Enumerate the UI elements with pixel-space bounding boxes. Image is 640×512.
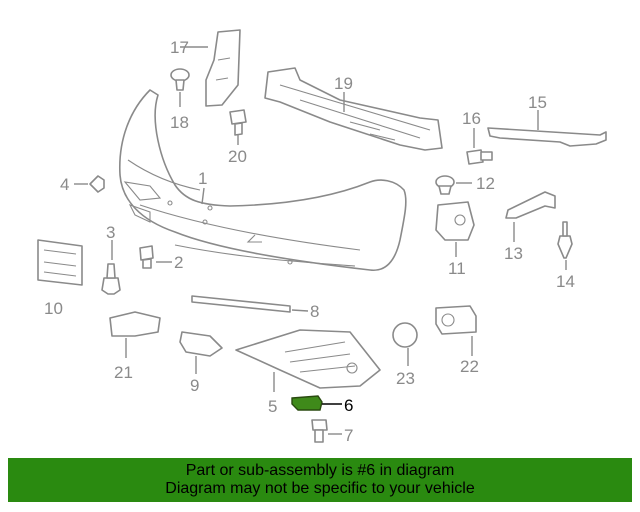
callout-15: 15	[528, 93, 547, 112]
part-19-beam	[264, 67, 443, 151]
callout-14: 14	[556, 272, 575, 291]
callout-3: 3	[106, 223, 115, 242]
part-8-strip	[191, 295, 291, 313]
callout-12: 12	[476, 174, 495, 193]
part-20-bolt	[229, 109, 247, 136]
part-10-license-bracket	[37, 239, 83, 286]
part-4-clip	[89, 175, 105, 193]
callout-1: 1	[198, 169, 207, 188]
part-6-highlighted	[291, 395, 323, 411]
callout-19: 19	[334, 74, 353, 93]
part-23-sensor	[392, 322, 418, 348]
callout-7: 7	[344, 426, 353, 445]
part-18-clip	[170, 68, 190, 91]
part-1-bumper-cover	[119, 89, 407, 271]
part-15-bracket	[487, 127, 607, 147]
part-3-clip	[101, 263, 121, 295]
part-11-bracket	[435, 201, 475, 241]
callout-20: 20	[228, 147, 247, 166]
callout-21: 21	[114, 363, 133, 382]
part-14-pin	[557, 221, 573, 259]
part-17-bracket	[205, 29, 241, 107]
parts-diagram: 1 2 3 4 5 6 7 8 9 10 11 12 13 14 15 16 1…	[37, 29, 607, 445]
callout-9: 9	[190, 376, 199, 395]
part-12-clip	[435, 175, 455, 195]
part-16-bolt	[466, 149, 493, 165]
callout-5: 5	[268, 397, 277, 416]
info-banner: Part or sub-assembly is #6 in diagram Di…	[8, 458, 632, 502]
callout-18: 18	[170, 113, 189, 132]
callout-17: 17	[170, 38, 189, 57]
callout-2: 2	[174, 253, 183, 272]
callout-8: 8	[310, 302, 319, 321]
banner-line-1: Part or sub-assembly is #6 in diagram	[185, 462, 455, 479]
callout-4: 4	[60, 175, 69, 194]
part-13-bracket	[505, 191, 556, 219]
part-2-bolt	[139, 245, 154, 269]
part-9-bracket	[179, 331, 223, 357]
callout-23: 23	[396, 369, 415, 388]
callout-22: 22	[460, 357, 479, 376]
callout-10: 10	[44, 299, 63, 318]
leader-lines	[74, 46, 567, 435]
callout-labels: 1 2 3 4 5 6 7 8 9 10 11 12 13 14 15 16 1…	[44, 38, 575, 445]
banner-line-2: Diagram may not be specific to your vehi…	[165, 480, 475, 497]
callout-16: 16	[462, 109, 481, 128]
callout-13: 13	[504, 244, 523, 263]
callout-11: 11	[448, 259, 466, 278]
callout-6: 6	[344, 396, 353, 415]
part-22-holder	[435, 305, 477, 335]
part-5-lower-grille	[235, 329, 381, 389]
part-21-bracket	[109, 311, 161, 337]
part-7-bolt	[311, 419, 328, 443]
